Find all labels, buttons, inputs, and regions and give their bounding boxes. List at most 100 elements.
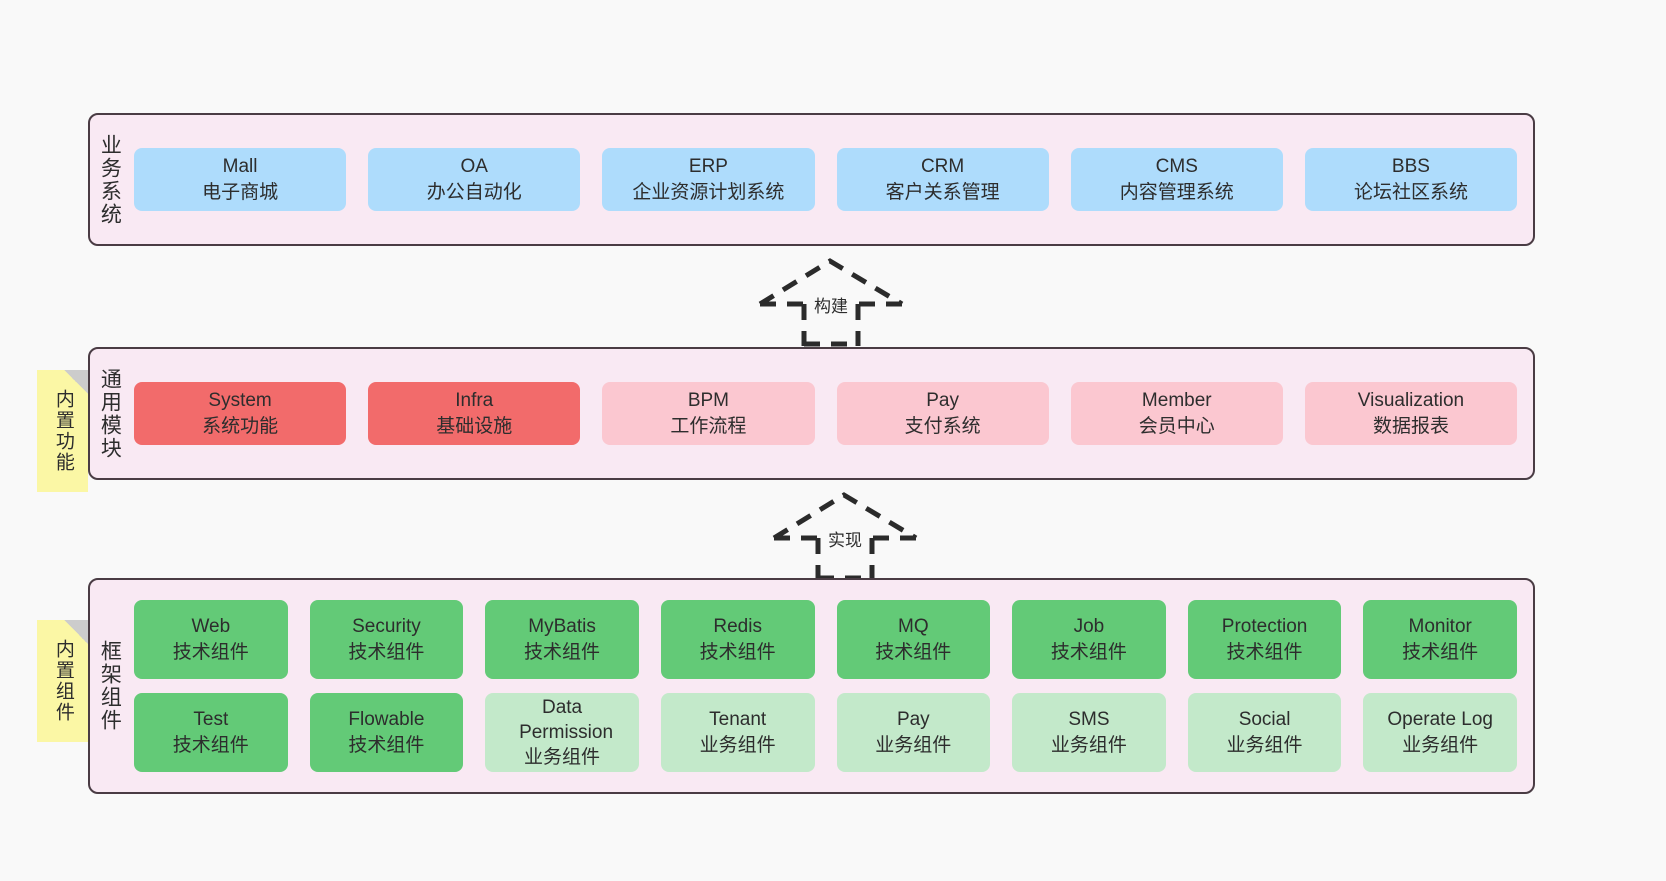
card-title-en: BBS bbox=[1391, 156, 1430, 178]
card-bbs[interactable]: BBS 论坛社区系统 bbox=[1304, 148, 1518, 211]
card-title-en: Tenant bbox=[709, 709, 767, 731]
card-title-en: Security bbox=[352, 616, 421, 638]
card-web[interactable]: Web 技术组件 bbox=[134, 600, 288, 679]
card-title-cn: 技术组件 bbox=[348, 734, 425, 756]
layer-cards-common-module: System 系统功能 Infra 基础设施 BPM 工作流程 Pay 支付系统… bbox=[128, 349, 1533, 478]
card-test[interactable]: Test 技术组件 bbox=[134, 693, 288, 772]
card-title-cn: 企业资源计划系统 bbox=[632, 181, 785, 203]
card-sms[interactable]: SMS 业务组件 bbox=[1012, 693, 1166, 772]
card-title-cn: 系统功能 bbox=[202, 415, 279, 437]
card-tenant[interactable]: Tenant 业务组件 bbox=[660, 693, 815, 772]
layer-title-framework-component: 框架组件 bbox=[98, 640, 122, 732]
card-title-cn: 会员中心 bbox=[1138, 415, 1215, 437]
card-title-en: Redis bbox=[713, 616, 762, 638]
layer-framework-component[interactable]: 框架组件 Web 技术组件 Security 技术组件 MyBatis 技术组件… bbox=[88, 578, 1535, 794]
card-title-cn: 技术组件 bbox=[1402, 641, 1479, 663]
card-title-en: Mall bbox=[222, 156, 258, 178]
card-protection[interactable]: Protection 技术组件 bbox=[1187, 600, 1342, 679]
build-arrow-icon bbox=[758, 258, 904, 347]
card-title-cn: 支付系统 bbox=[904, 415, 981, 437]
connector-label-build: 构建 bbox=[814, 297, 848, 316]
card-title-en: Job bbox=[1073, 616, 1105, 638]
card-pay-component[interactable]: Pay 业务组件 bbox=[836, 693, 991, 772]
card-title-en: Flowable bbox=[348, 709, 425, 731]
card-oa[interactable]: OA 办公自动化 bbox=[368, 148, 581, 211]
card-data-permission[interactable]: Data Permission 业务组件 bbox=[485, 693, 639, 772]
card-job[interactable]: Job 技术组件 bbox=[1012, 600, 1166, 679]
card-title-cn: 业务组件 bbox=[1050, 734, 1127, 756]
card-title-en: Infra bbox=[455, 390, 494, 412]
card-monitor[interactable]: Monitor 技术组件 bbox=[1363, 600, 1517, 679]
card-social[interactable]: Social 业务组件 bbox=[1187, 693, 1342, 772]
card-mall[interactable]: Mall 电子商城 bbox=[134, 148, 347, 211]
card-title-cn: 数据报表 bbox=[1372, 415, 1449, 437]
card-title-cn: 业务组件 bbox=[699, 734, 776, 756]
note-builtin-component: 内置组件 bbox=[37, 620, 88, 742]
layer-cards-framework-component: Web 技术组件 Security 技术组件 MyBatis 技术组件 Redi… bbox=[128, 580, 1533, 792]
card-row: System 系统功能 Infra 基础设施 BPM 工作流程 Pay 支付系统… bbox=[134, 382, 1518, 445]
card-title-en: Member bbox=[1141, 390, 1212, 412]
card-pay[interactable]: Pay 支付系统 bbox=[836, 382, 1049, 445]
connector-label-implement: 实现 bbox=[828, 531, 862, 550]
card-title-en: Protection bbox=[1221, 616, 1308, 638]
layer-common-module[interactable]: 通用模块 System 系统功能 Infra 基础设施 BPM 工作流程 Pay… bbox=[88, 347, 1535, 480]
card-title-cn: 业务组件 bbox=[1402, 734, 1479, 756]
card-infra[interactable]: Infra 基础设施 bbox=[368, 382, 581, 445]
card-title-cn: 办公自动化 bbox=[426, 181, 522, 203]
card-security[interactable]: Security 技术组件 bbox=[309, 600, 464, 679]
card-title-cn: 内容管理系统 bbox=[1119, 181, 1234, 203]
card-title-cn: 技术组件 bbox=[699, 641, 776, 663]
card-title-cn: 工作流程 bbox=[670, 415, 747, 437]
card-visualization[interactable]: Visualization 数据报表 bbox=[1304, 382, 1518, 445]
note-label: 内置组件 bbox=[52, 639, 74, 723]
card-title-cn: 技术组件 bbox=[524, 641, 601, 663]
card-row: Web 技术组件 Security 技术组件 MyBatis 技术组件 Redi… bbox=[134, 600, 1517, 679]
card-bpm[interactable]: BPM 工作流程 bbox=[602, 382, 815, 445]
card-mq[interactable]: MQ 技术组件 bbox=[836, 600, 991, 679]
card-title-cn: 技术组件 bbox=[172, 641, 249, 663]
card-title-cn: 技术组件 bbox=[172, 734, 249, 756]
card-redis[interactable]: Redis 技术组件 bbox=[660, 600, 815, 679]
note-fold-corner-icon bbox=[64, 370, 88, 394]
card-title-en: MQ bbox=[898, 616, 929, 638]
card-row: Mall 电子商城 OA 办公自动化 ERP 企业资源计划系统 CRM 客户关系… bbox=[134, 148, 1518, 211]
card-title-en: CMS bbox=[1155, 156, 1198, 178]
card-title-cn: 基础设施 bbox=[436, 415, 513, 437]
card-title-en: MyBatis bbox=[528, 616, 596, 638]
card-title-en: SMS bbox=[1068, 709, 1110, 731]
card-title-cn: 业务组件 bbox=[1226, 734, 1303, 756]
card-title-en: System bbox=[208, 390, 272, 412]
connector-build: 构建 bbox=[752, 256, 912, 348]
card-title-cn: 论坛社区系统 bbox=[1353, 181, 1468, 203]
card-operate-log[interactable]: Operate Log 业务组件 bbox=[1363, 693, 1517, 772]
layer-business-system[interactable]: 业务系统 Mall 电子商城 OA 办公自动化 ERP 企业资源计划系统 CRM… bbox=[88, 113, 1535, 246]
card-title-cn: 技术组件 bbox=[1050, 641, 1127, 663]
card-title-en: BPM bbox=[687, 390, 730, 412]
card-title-en: Pay bbox=[926, 390, 959, 412]
card-title-cn: 客户关系管理 bbox=[885, 181, 1000, 203]
card-title-en: Social bbox=[1238, 709, 1291, 731]
note-fold-corner-icon bbox=[64, 620, 88, 644]
layer-title-business-system: 业务系统 bbox=[98, 133, 122, 226]
card-title-en: ERP bbox=[688, 156, 728, 178]
card-erp[interactable]: ERP 企业资源计划系统 bbox=[602, 148, 815, 211]
card-title-cn: 技术组件 bbox=[875, 641, 952, 663]
card-title-en: Pay bbox=[896, 709, 930, 731]
card-cms[interactable]: CMS 内容管理系统 bbox=[1070, 148, 1283, 211]
card-title-en: CRM bbox=[920, 156, 965, 178]
card-flowable[interactable]: Flowable 技术组件 bbox=[309, 693, 464, 772]
connector-implement: 实现 bbox=[766, 490, 926, 582]
card-title-en: Operate Log bbox=[1387, 709, 1493, 731]
card-title-cn: 电子商城 bbox=[202, 181, 279, 203]
card-title-en: Web bbox=[191, 616, 231, 638]
card-crm[interactable]: CRM 客户关系管理 bbox=[836, 148, 1049, 211]
card-system[interactable]: System 系统功能 bbox=[134, 382, 347, 445]
card-member[interactable]: Member 会员中心 bbox=[1070, 382, 1283, 445]
card-mybatis[interactable]: MyBatis 技术组件 bbox=[485, 600, 639, 679]
card-title-cn: 技术组件 bbox=[1226, 641, 1303, 663]
note-builtin-function: 内置功能 bbox=[37, 370, 88, 492]
layer-title-common-module: 通用模块 bbox=[98, 367, 122, 460]
note-label: 内置功能 bbox=[52, 389, 74, 473]
card-title-cn: 技术组件 bbox=[348, 641, 425, 663]
